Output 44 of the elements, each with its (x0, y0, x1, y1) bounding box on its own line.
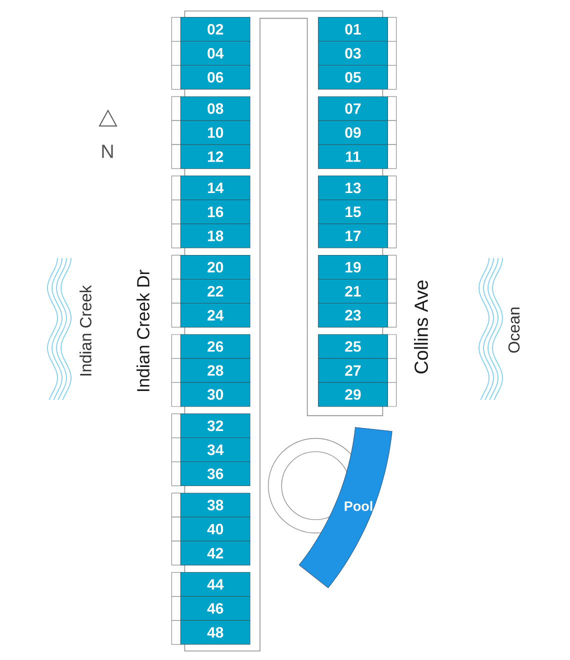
unit-box: 07 (318, 96, 388, 121)
unit-box: 23 (318, 302, 388, 328)
unit-box: 44 (180, 572, 250, 597)
unit-box: 48 (180, 620, 250, 645)
unit-box: 46 (180, 596, 250, 621)
unit-box: 16 (180, 200, 250, 224)
unit-box: 24 (180, 302, 250, 328)
compass-letter: N (102, 144, 113, 158)
unit-box: 38 (180, 492, 250, 518)
unit-box: 06 (180, 65, 250, 90)
unit-box: 02 (180, 17, 250, 42)
unit-box: 26 (180, 334, 250, 359)
water-label: Indian Creek (80, 285, 92, 376)
unit-box: 12 (180, 144, 250, 169)
unit-box: 18 (180, 224, 250, 248)
unit-box: 17 (318, 224, 388, 248)
unit-box: 32 (180, 414, 250, 438)
unit-box: 34 (180, 438, 250, 462)
unit-box: 20 (180, 254, 250, 280)
unit-box: 01 (318, 17, 388, 42)
unit-box: 14 (180, 176, 250, 200)
unit-box: 21 (318, 278, 388, 304)
unit-box: 40 (180, 516, 250, 542)
unit-box: 10 (180, 120, 250, 145)
unit-box: 11 (318, 144, 388, 169)
unit-box: 04 (180, 41, 250, 66)
unit-box: 13 (318, 176, 388, 200)
unit-box: 29 (318, 382, 388, 407)
unit-box: 30 (180, 382, 250, 407)
unit-box: 28 (180, 358, 250, 383)
unit-box: 25 (318, 334, 388, 359)
unit-box: 36 (180, 462, 250, 486)
unit-box: 09 (318, 120, 388, 145)
unit-box: 19 (318, 254, 388, 280)
unit-box: 03 (318, 41, 388, 66)
unit-box: 27 (318, 358, 388, 383)
unit-box: 15 (318, 200, 388, 224)
street-label: Collins Ave (414, 280, 428, 374)
street-label: Indian Creek Dr (136, 270, 150, 391)
unit-box: 22 (180, 278, 250, 304)
unit-box: 42 (180, 540, 250, 566)
unit-box: 05 (318, 65, 388, 90)
water-label: Ocean (508, 308, 520, 353)
unit-box: 08 (180, 96, 250, 121)
